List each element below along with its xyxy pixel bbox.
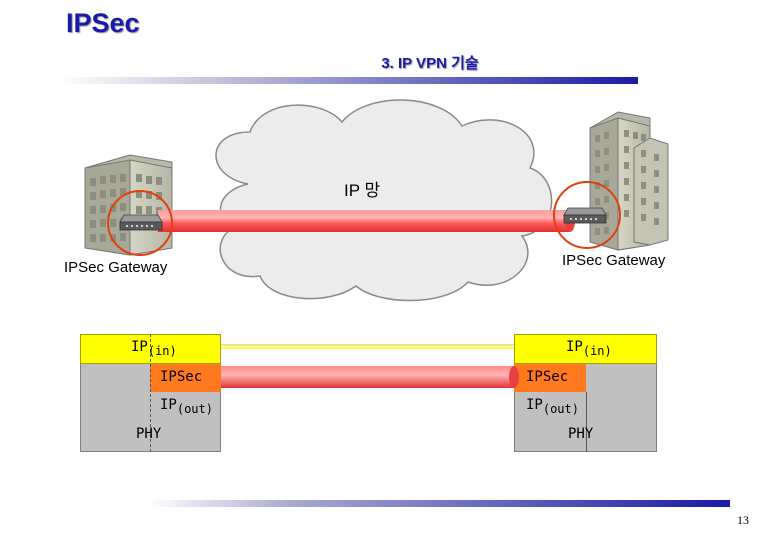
left-ipsec-label: IPSec [160, 369, 203, 385]
right-ipsec-label: IPSec [526, 369, 569, 385]
section-subtitle: 3. IP VPN 기술 [381, 55, 479, 72]
ipsec-link-tunnel-end [509, 366, 519, 388]
right-stack-divider [586, 392, 587, 452]
right-gateway-label: IPSec Gateway [562, 252, 666, 269]
left-gateway-router-icon [119, 214, 163, 231]
footer-divider [148, 500, 730, 507]
left-ip-out-label: IP(out) [160, 397, 213, 416]
right-ip-out-label: IP(out) [526, 397, 579, 416]
right-ip-in-layer [514, 334, 657, 364]
page-title: IPSec [66, 8, 140, 38]
left-phy-label: PHY [136, 426, 162, 442]
left-ip-in-label: IP(in) [131, 339, 177, 358]
left-gateway-highlight-circle [107, 190, 173, 256]
page-number: 13 [737, 513, 749, 527]
right-phy-label: PHY [568, 426, 594, 442]
left-gateway-label: IPSec Gateway [64, 259, 168, 276]
left-stack-divider [150, 334, 151, 452]
right-ip-in-label: IP(in) [566, 339, 612, 358]
right-ipsec-layer [514, 364, 586, 392]
header-divider [58, 77, 638, 84]
left-ipsec-layer [150, 364, 221, 392]
cloud-label: IP 망 [344, 181, 381, 200]
right-gateway-router-icon [563, 207, 607, 224]
ipsec-link-tunnel [221, 366, 514, 388]
right-gateway-highlight-circle [553, 181, 621, 249]
